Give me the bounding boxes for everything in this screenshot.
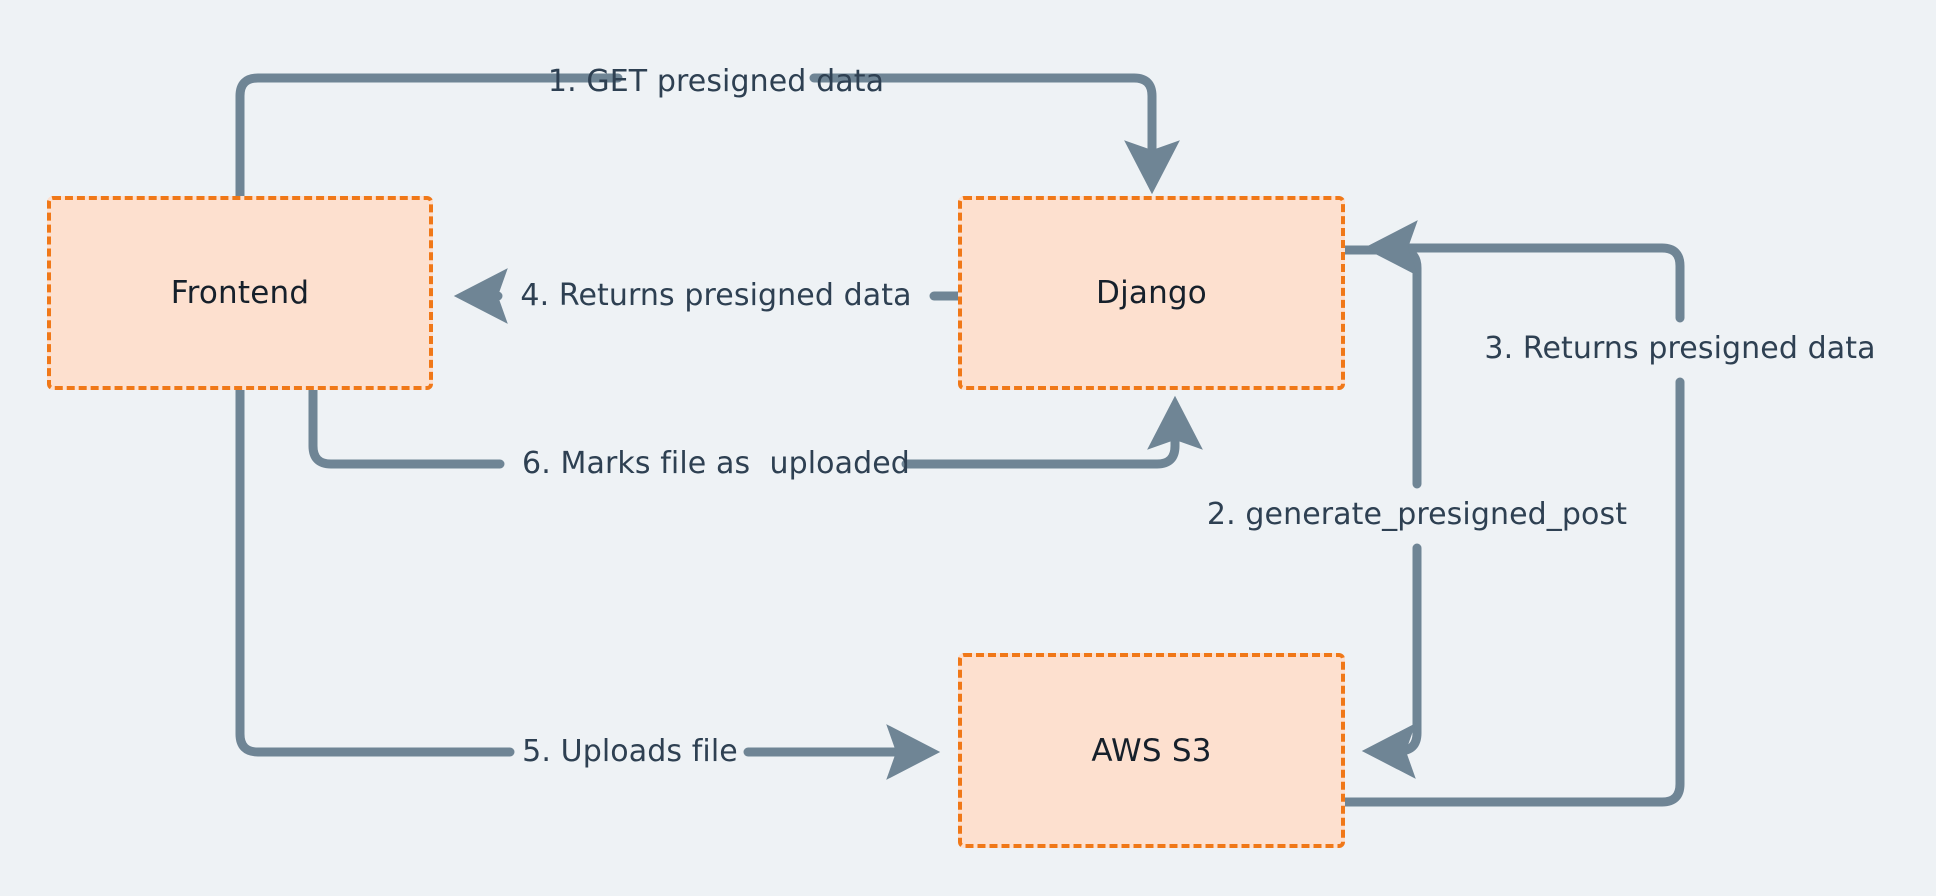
edge-path-6b	[901, 395, 1203, 469]
edge-label-6: 6. Marks file as uploaded	[522, 446, 910, 481]
edge-path-1	[235, 73, 623, 201]
edge-label-5: 5. Uploads file	[522, 734, 738, 769]
edge-path-5	[235, 385, 515, 757]
edge-label-4: 4. Returns presigned data	[520, 278, 912, 313]
edge-label-2: 2. generate_presigned_post	[1206, 497, 1628, 532]
node-aws-s3-label: AWS S3	[1091, 732, 1212, 769]
node-frontend-label: Frontend	[170, 275, 310, 311]
edge-path-3	[1340, 377, 1685, 807]
edge-label-1: 1. GET presigned data	[547, 64, 885, 99]
node-frontend[interactable]: Frontend	[47, 196, 433, 390]
edge-path-1b	[809, 73, 1180, 195]
edge-label-3: 3. Returns presigned data	[1484, 331, 1876, 366]
node-aws-s3[interactable]: AWS S3	[958, 653, 1345, 848]
edge-path-3b	[1363, 220, 1685, 323]
edge-path-6	[308, 385, 505, 469]
node-django-label: Django	[1096, 275, 1207, 311]
node-django[interactable]: Django	[958, 196, 1345, 390]
edge-path-2	[1340, 245, 1422, 489]
edge-path-2b	[1361, 543, 1422, 779]
